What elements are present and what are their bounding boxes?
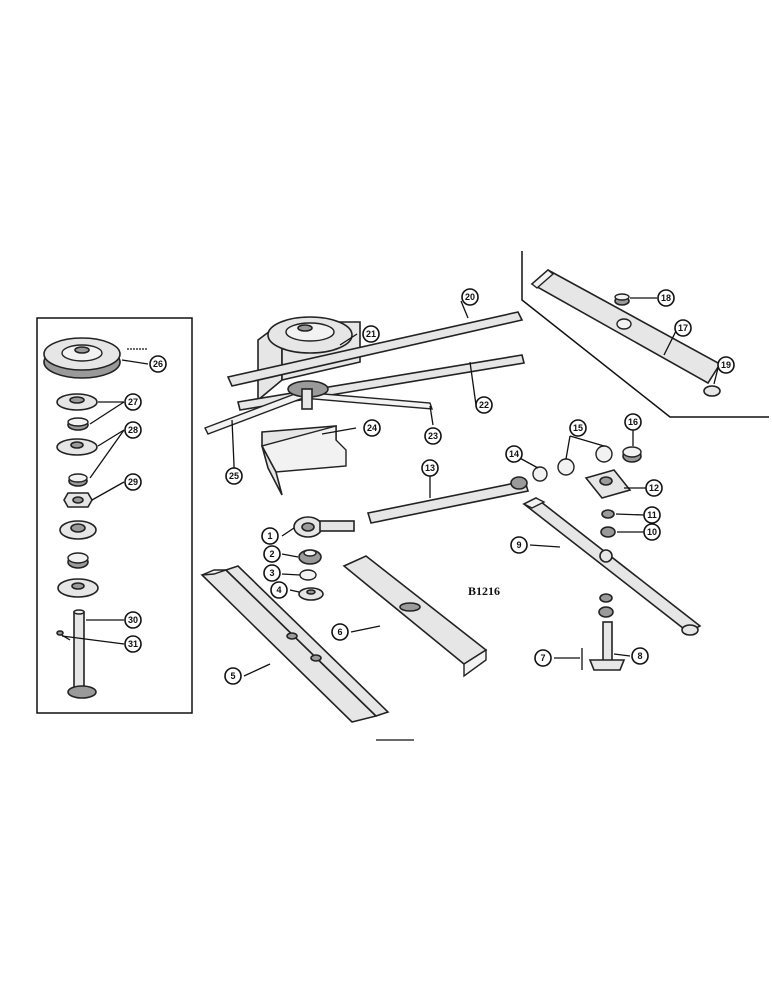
svg-text:29: 29 (128, 477, 138, 487)
knife-head-17 (530, 269, 722, 397)
callout-23: 23 (424, 427, 442, 445)
cap-4 (298, 587, 324, 601)
bearing-10 (600, 526, 616, 538)
callout-18: 18 (657, 289, 675, 307)
svg-text:31: 31 (128, 639, 138, 649)
svg-text:18: 18 (661, 293, 671, 303)
callout-9: 9 (510, 536, 528, 554)
inset-frame-right (521, 251, 769, 418)
callout-3: 3 (263, 564, 281, 582)
svg-text:12: 12 (649, 483, 659, 493)
callout-31: 31 (124, 635, 142, 653)
svg-text:3: 3 (269, 568, 274, 578)
inset-frame-left (36, 317, 193, 714)
bearing-lower (67, 552, 89, 569)
stud-8 (588, 621, 626, 671)
bushing-pair (598, 593, 614, 618)
svg-text:20: 20 (465, 292, 475, 302)
callout-17: 17 (674, 319, 692, 337)
svg-text:21: 21 (366, 329, 376, 339)
callout-26: 26 (149, 355, 167, 373)
drawing-reference-code: B1216 (468, 584, 500, 598)
callout-7: 7 (534, 649, 552, 667)
brace-23 (298, 391, 434, 426)
cap-15 (557, 445, 613, 476)
spindle-shaft-30 (67, 609, 97, 699)
svg-text:17: 17 (678, 323, 688, 333)
svg-text:16: 16 (628, 417, 638, 427)
bushing-18 (614, 293, 630, 306)
callout-29: 29 (124, 473, 142, 491)
bearing-11 (601, 509, 615, 519)
svg-text:14: 14 (509, 449, 519, 459)
collar-28 (68, 473, 88, 487)
cap-16 (622, 446, 642, 463)
callout-22: 22 (475, 396, 493, 414)
svg-text:15: 15 (573, 423, 583, 433)
flange-plate-27 (56, 393, 98, 411)
nut-29 (63, 492, 93, 508)
svg-text:2: 2 (269, 549, 274, 559)
svg-text:4: 4 (276, 585, 281, 595)
svg-text:8: 8 (637, 651, 642, 661)
svg-text:24: 24 (367, 423, 377, 433)
svg-text:10: 10 (647, 527, 657, 537)
callout-16: 16 (624, 413, 642, 431)
nut-2 (298, 549, 322, 565)
svg-text:7: 7 (540, 653, 545, 663)
gear-hub (287, 380, 329, 410)
callout-14: 14 (505, 445, 523, 463)
pitman-arm-9 (522, 497, 702, 636)
svg-text:6: 6 (337, 627, 342, 637)
svg-text:30: 30 (128, 615, 138, 625)
svg-text:11: 11 (647, 510, 657, 520)
svg-text:23: 23 (428, 431, 438, 441)
callout-5: 5 (224, 667, 242, 685)
callout-15: 15 (569, 419, 587, 437)
bearing-housing (59, 520, 97, 540)
eye-bolt-1 (293, 516, 355, 538)
callout-2: 2 (263, 545, 281, 563)
svg-text:9: 9 (516, 540, 521, 550)
callout-20: 20 (461, 288, 479, 306)
svg-text:26: 26 (153, 359, 163, 369)
svg-text:25: 25 (229, 471, 239, 481)
callout-11: 11 (643, 506, 661, 524)
svg-text:19: 19 (721, 360, 731, 370)
svg-text:22: 22 (479, 400, 489, 410)
callout-21: 21 (362, 325, 380, 343)
pin-31 (56, 630, 71, 641)
callout-28: 28 (124, 421, 142, 439)
svg-text:13: 13 (425, 463, 435, 473)
ring-3 (299, 569, 317, 581)
svg-text:27: 27 (128, 397, 138, 407)
callout-6: 6 (331, 623, 349, 641)
callout-13: 13 (421, 459, 439, 477)
callout-27: 27 (124, 393, 142, 411)
callout-30: 30 (124, 611, 142, 629)
svg-text:1: 1 (267, 531, 272, 541)
callout-12: 12 (645, 479, 663, 497)
cap-14 (532, 466, 548, 482)
shaft-13 (366, 476, 530, 524)
callout-19: 19 (717, 356, 735, 374)
callout-25: 25 (225, 467, 243, 485)
pulley-26 (43, 337, 121, 379)
shield-24 (260, 425, 347, 496)
ball-joint-12 (584, 469, 632, 499)
callout-10: 10 (643, 523, 661, 541)
frame-5 (200, 565, 414, 741)
svg-text:28: 28 (128, 425, 138, 435)
callout-1: 1 (261, 527, 279, 545)
callout-4: 4 (270, 581, 288, 599)
svg-text:5: 5 (230, 671, 235, 681)
callout-24: 24 (363, 419, 381, 437)
callout-8: 8 (631, 647, 649, 665)
rail-20 (226, 311, 524, 387)
flange-plate-lower (57, 578, 99, 598)
bearing-27 (67, 417, 89, 431)
shield-6 (342, 555, 488, 678)
flange-plate-28 (56, 438, 98, 456)
